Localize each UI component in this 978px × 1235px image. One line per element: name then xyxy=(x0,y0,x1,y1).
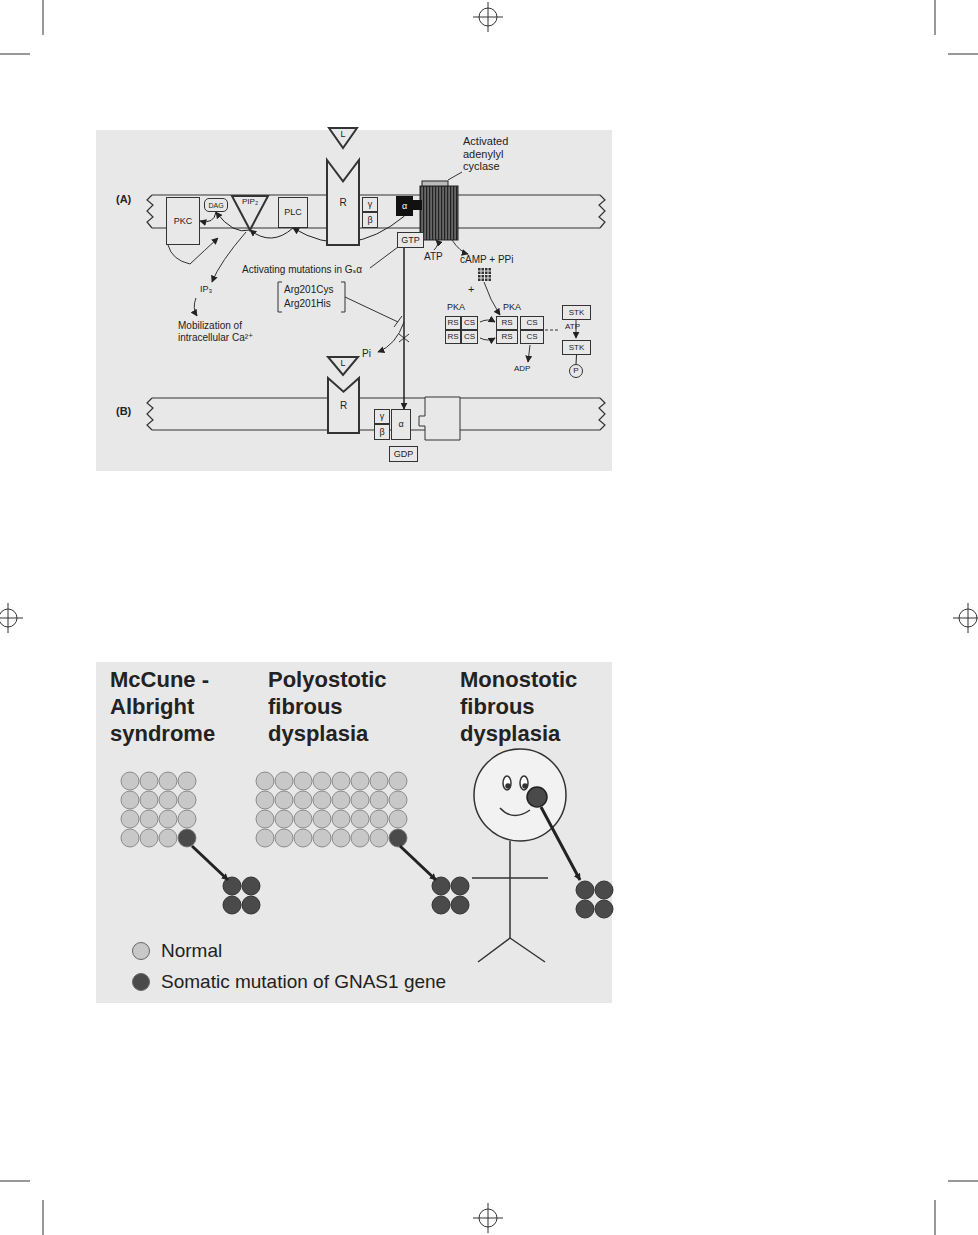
node-text: RS xyxy=(447,319,458,327)
ligand-triangle: L xyxy=(329,128,357,148)
protein-box: GDP xyxy=(389,446,418,462)
receptor: R xyxy=(327,160,359,245)
annotation-label: Activating mutations in Gₛα xyxy=(242,264,362,276)
legend-swatch xyxy=(132,942,150,960)
node-text: PLC xyxy=(284,208,302,217)
node-text: GTP xyxy=(401,236,420,245)
node-text: GDP xyxy=(394,450,414,459)
annotation-label: PKA xyxy=(447,302,465,312)
connector xyxy=(250,228,293,238)
node-text: α xyxy=(398,420,403,429)
protein-box: STK xyxy=(562,305,591,320)
node-text: STK xyxy=(569,344,585,352)
node-text: γ xyxy=(380,412,385,421)
enzyme-box: PLC xyxy=(278,197,308,228)
pathway-lines xyxy=(168,232,576,362)
connector xyxy=(200,212,216,222)
camp-dots xyxy=(478,268,491,281)
phosphate-circle: P xyxy=(569,364,583,378)
annotation-label: Mobilization of intracellular Ca²⁺ xyxy=(178,320,278,343)
node-text: PKC xyxy=(174,217,193,226)
protein-box: L xyxy=(328,357,358,375)
figure-ground xyxy=(96,662,612,1003)
node-text: β xyxy=(367,216,372,225)
connector xyxy=(403,248,405,409)
node-text: STK xyxy=(569,309,585,317)
subunit-box: γ xyxy=(362,197,378,212)
cell-grids xyxy=(121,772,613,918)
protein-box: CS xyxy=(520,330,544,344)
annotation-label: Arg201Cys xyxy=(284,284,333,296)
effector-b xyxy=(419,397,460,440)
annotation-label: Activated adenylyl cyclase xyxy=(463,135,529,173)
node-text: α xyxy=(402,202,407,211)
annotation-label: cAMP + PPi xyxy=(460,254,513,266)
lipid-box: DAG xyxy=(204,198,228,212)
node-text: R xyxy=(339,198,346,208)
protein-box: RS xyxy=(496,316,518,330)
protein-box: STK xyxy=(562,340,591,355)
figure-ground xyxy=(96,130,612,471)
protein-box: γ xyxy=(374,409,390,424)
protein-box: RS xyxy=(445,330,461,344)
node-text: γ xyxy=(368,200,373,209)
node-text: CS xyxy=(526,319,537,327)
clone-arrows xyxy=(192,807,580,880)
annotation-label: + xyxy=(468,283,474,296)
node-text: L xyxy=(340,130,345,139)
node-text: β xyxy=(379,428,384,437)
annotation-label: IP₃ xyxy=(200,284,212,294)
annotation-label: ADP xyxy=(514,364,530,373)
node-text: RS xyxy=(501,333,512,341)
membrane xyxy=(147,195,605,430)
annotation-label: (B) xyxy=(116,405,131,418)
protein-box: RS xyxy=(496,330,518,344)
protein-box: CS xyxy=(461,330,478,344)
alpha-subunit: α xyxy=(396,196,413,216)
connector xyxy=(576,355,578,364)
protein-box: α xyxy=(391,409,411,440)
protein-box: R xyxy=(328,378,359,433)
annotation-label: (A) xyxy=(116,193,131,206)
node-text: CS xyxy=(526,333,537,341)
node-text: PIP₂ xyxy=(242,198,258,206)
node-text: RS xyxy=(447,333,458,341)
annotation-label: PKA xyxy=(503,302,521,312)
annotation-label: ATP xyxy=(565,322,580,331)
protein-box: RS xyxy=(445,316,461,330)
annotation-label: ATP xyxy=(424,251,443,263)
panel-title: McCune - Albright syndrome xyxy=(110,667,250,747)
legend-text: Normal xyxy=(161,940,222,962)
node-text: P xyxy=(573,367,578,375)
panel-title: Polyostotic fibrous dysplasia xyxy=(268,667,428,747)
adenylyl-cyclase xyxy=(412,172,462,240)
node-text: RS xyxy=(501,319,512,327)
subunit-box: β xyxy=(362,212,378,228)
protein-box: β xyxy=(374,424,390,440)
panel-title: Monostotic fibrous dysplasia xyxy=(460,667,600,747)
node-text: R xyxy=(340,401,347,411)
annotation-label: Pi xyxy=(362,348,371,360)
kinase-box: PKC xyxy=(166,197,200,245)
annotation-label: Arg201His xyxy=(284,298,331,310)
node-text: DAG xyxy=(208,202,223,209)
node-text: CS xyxy=(464,319,475,327)
legend-text: Somatic mutation of GNAS1 gene xyxy=(161,971,446,993)
legend-swatch xyxy=(132,973,150,991)
protein-box: CS xyxy=(461,316,478,330)
stick-figure xyxy=(472,749,566,962)
node-text: CS xyxy=(464,333,475,341)
node-text: L xyxy=(340,359,345,368)
protein-box: CS xyxy=(520,316,544,330)
pip2-triangle: PIP₂ xyxy=(232,196,268,230)
nucleotide-box: GTP xyxy=(397,232,424,248)
